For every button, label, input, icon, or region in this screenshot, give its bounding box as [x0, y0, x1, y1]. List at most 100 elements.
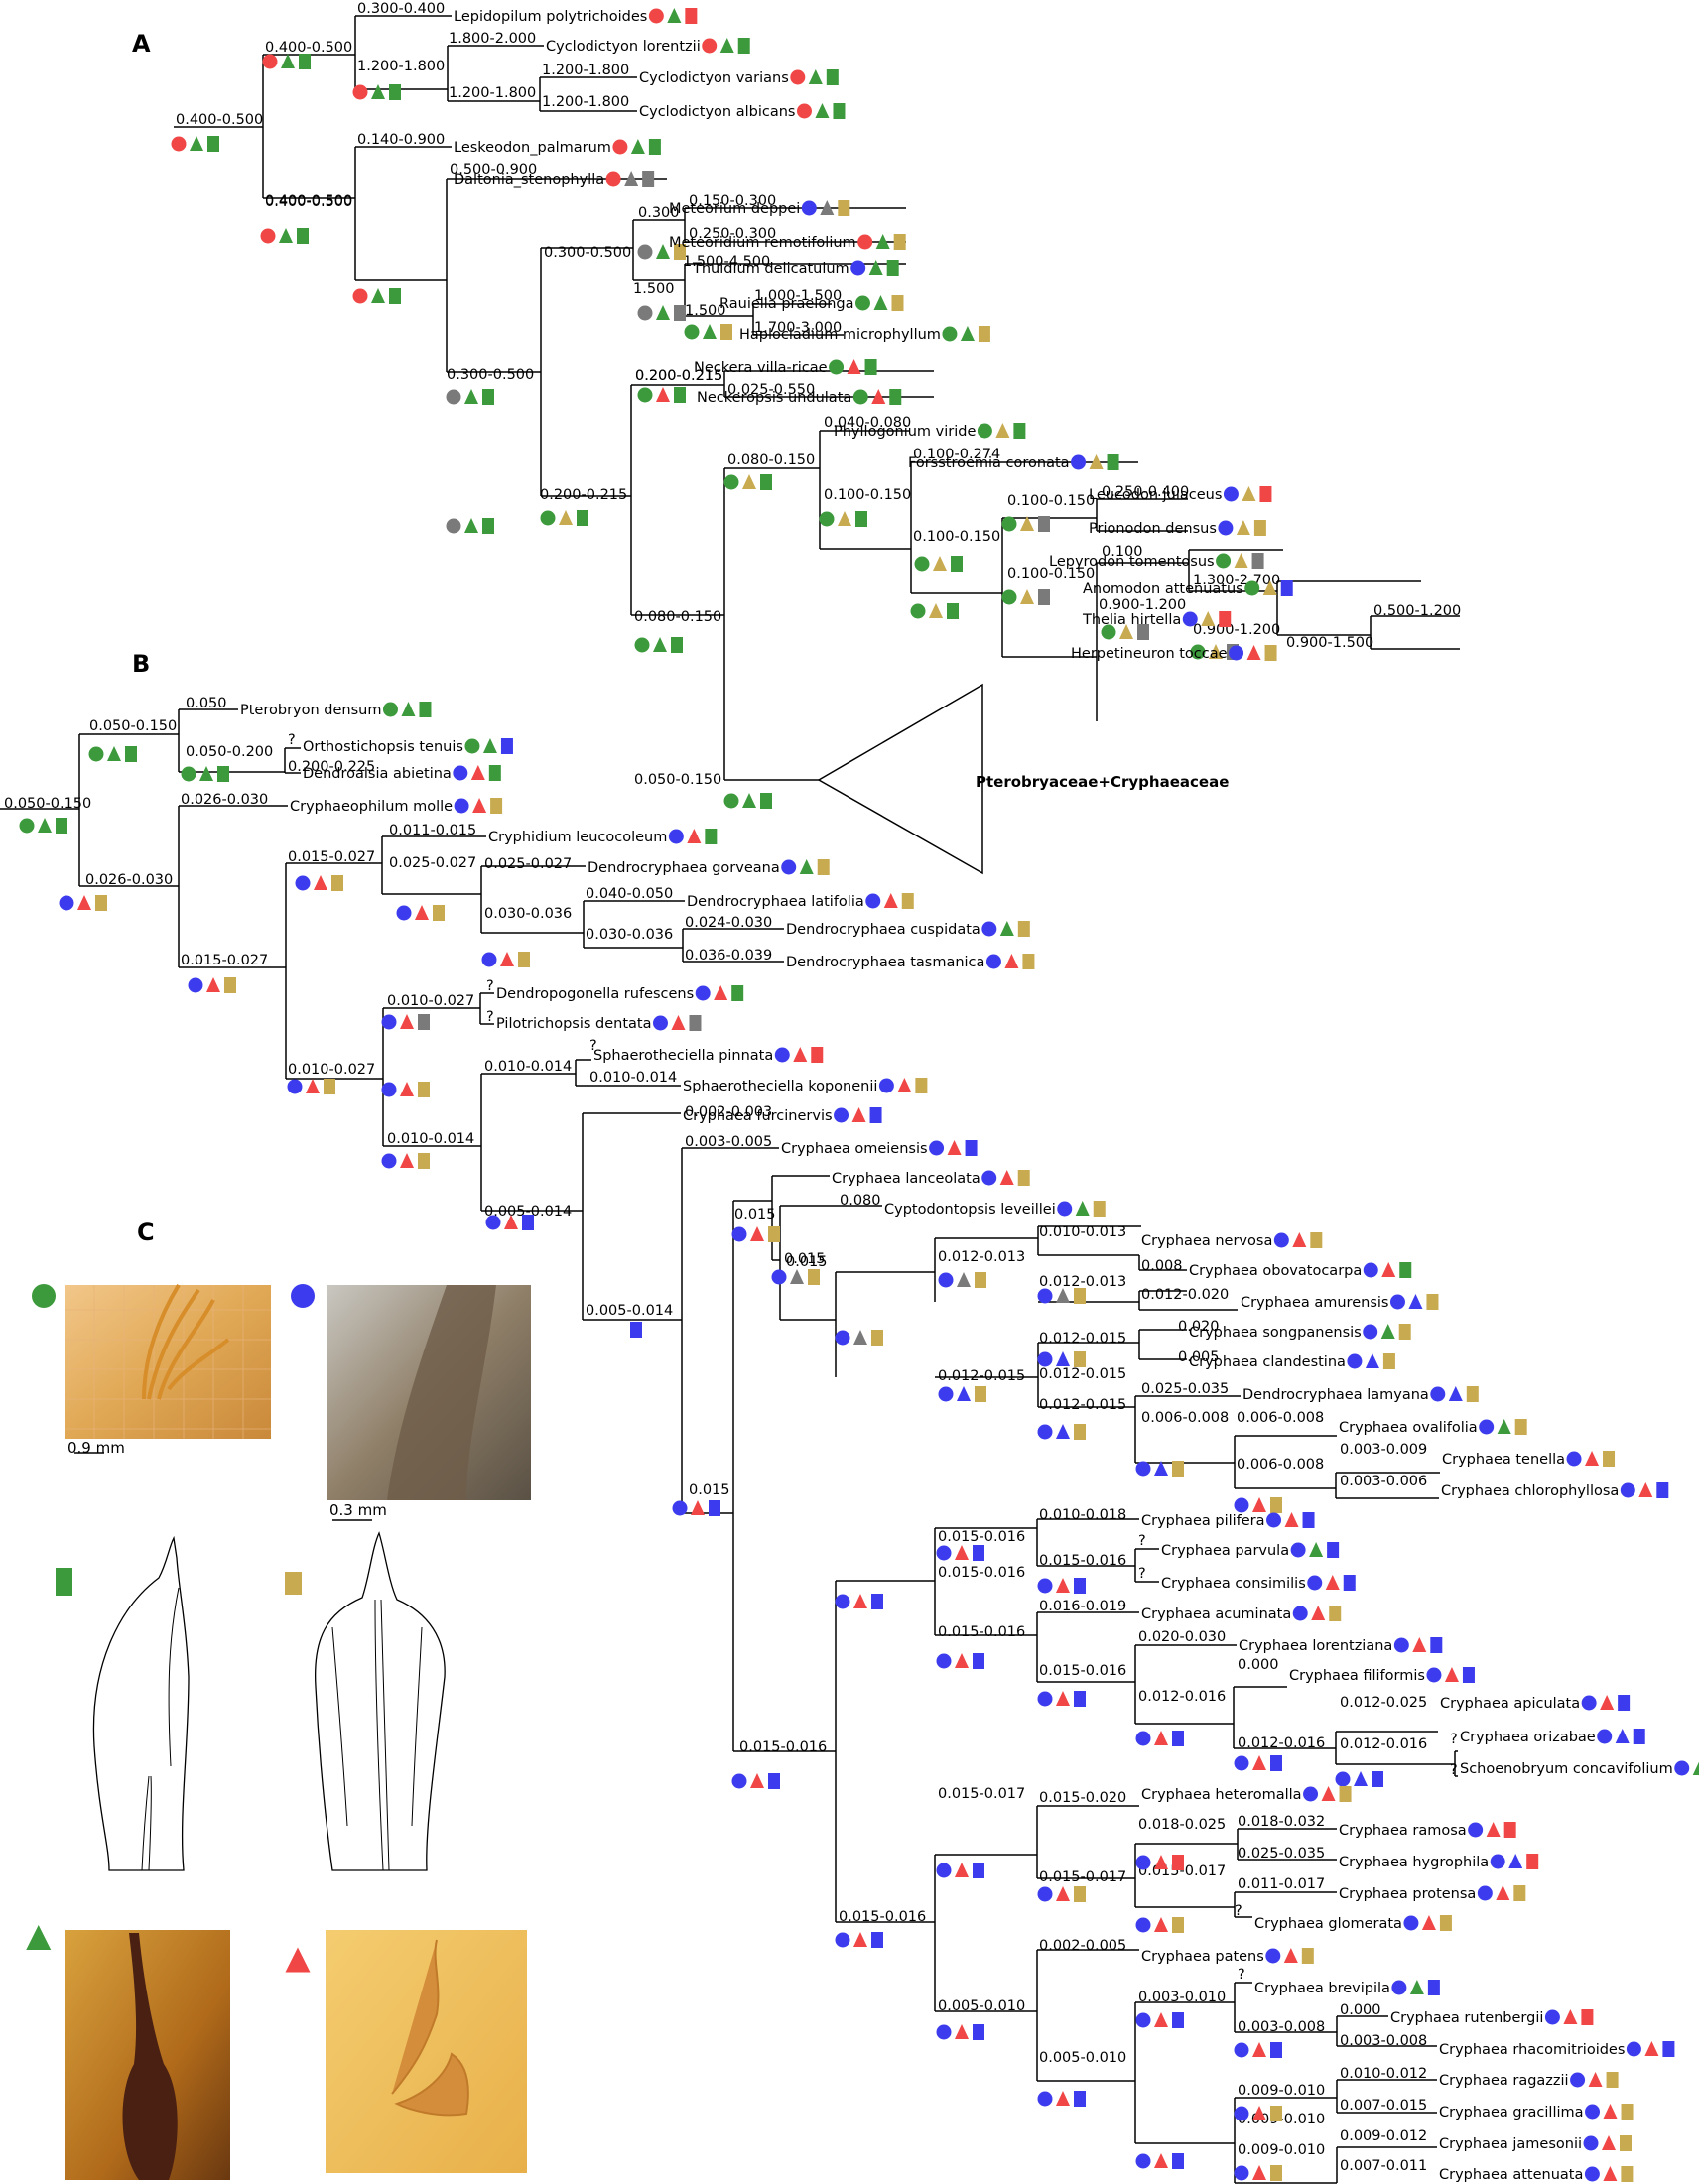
node-square-symbol — [720, 324, 732, 340]
node-age-label: 1.500-4.500 — [683, 254, 770, 270]
node-triangle-symbol — [853, 1594, 867, 1608]
node-triangle-symbol — [371, 84, 385, 99]
node-age-label: 0.015-0.017 — [1039, 1869, 1126, 1885]
taxon-row: Cryphaea ramosa — [1339, 1822, 1516, 1839]
node-square-symbol — [674, 244, 686, 260]
taxon-square-symbol — [1259, 486, 1272, 502]
node-square-symbol — [768, 1773, 780, 1789]
node-age-label: ? — [1138, 1533, 1146, 1549]
taxon-name: Meteorium deppei — [669, 201, 800, 217]
taxon-name: Cryphaea glomerata — [1254, 1916, 1402, 1932]
taxon-triangle-symbol — [820, 200, 835, 215]
node-circle-symbol — [1135, 2012, 1151, 2028]
taxon-name: Dendrocryphaea latifolia — [687, 894, 864, 910]
taxon-triangle-symbol — [1588, 2072, 1603, 2087]
taxon-name: Cryphaea apiculata — [1440, 1696, 1580, 1712]
node-triangle-symbol — [656, 387, 670, 402]
node-circle-symbol — [1135, 1855, 1151, 1870]
taxon-name: Cryphaea protensa — [1339, 1886, 1476, 1902]
panel-label-b: B — [132, 650, 150, 678]
node-age-label: 0.100-0.150 — [913, 529, 1000, 545]
taxon-square-symbol — [689, 1015, 702, 1031]
node-triangle-symbol — [656, 305, 670, 320]
node-square-symbol — [871, 1594, 883, 1609]
taxon-name: Cryphaea attenuata — [1439, 2167, 1583, 2183]
node-triangle-symbol — [742, 793, 756, 808]
node-age-label: 0.006-0.008 — [1141, 1410, 1229, 1426]
node-circle-symbol — [1001, 516, 1017, 532]
taxon-row: Dendrocryphaea latifolia — [687, 893, 914, 910]
moss-shape-3 — [122, 1933, 178, 2180]
node-age-label: 0.012-0.015 — [1039, 1331, 1126, 1347]
taxon-name: Cryphaea parvula — [1161, 1543, 1289, 1559]
node-age-label: 0.015-0.016 — [938, 1565, 1025, 1581]
taxon-row: Phyllogonium viride — [834, 423, 1026, 440]
taxon-name: Cryphaea heteromalla — [1141, 1787, 1302, 1803]
taxon-circle-symbol — [1218, 520, 1234, 536]
node-circle-symbol — [381, 1082, 397, 1097]
taxon-name: Cryphaea amurensis — [1241, 1295, 1388, 1311]
moss-shape-2 — [387, 1285, 496, 1500]
node-triangle-symbol — [1020, 516, 1034, 531]
taxon-name: Cryphaea tenella — [1442, 1452, 1565, 1468]
taxon-circle-symbol — [1597, 1729, 1613, 1744]
leaf-drawing-2 — [314, 1531, 446, 1871]
node-circle-symbol — [295, 875, 311, 891]
scale-label-1: 0.9 mm — [67, 1439, 125, 1457]
node-age-label: 0.300-0.500 — [544, 245, 631, 261]
node-triangle-symbol — [742, 474, 756, 489]
taxon-circle-symbol — [1292, 1606, 1308, 1621]
node-circle-symbol — [637, 305, 653, 321]
node-age-label: 0.024-0.030 — [685, 915, 772, 931]
node-age-label: 0.040-0.050 — [586, 886, 673, 902]
node-circle-symbol — [287, 1079, 303, 1094]
node-age-label: 0.100-0.274 — [913, 447, 1000, 462]
taxon-circle-symbol — [1229, 645, 1244, 661]
taxon-name: Thelia hirtella — [1082, 612, 1181, 628]
taxon-row: Lepyrodon tomentosus — [1049, 553, 1264, 570]
node-circle-symbol — [381, 1153, 397, 1169]
taxon-triangle-symbol — [687, 829, 702, 843]
node-age-label: 0.015-0.017 — [938, 1786, 1025, 1802]
node-triangle-symbol — [790, 1269, 804, 1284]
taxon-circle-symbol — [854, 295, 870, 311]
taxon-circle-symbol — [1273, 1232, 1289, 1248]
taxon-circle-symbol — [1674, 1760, 1690, 1776]
node-age-label: 0.015-0.016 — [1039, 1553, 1126, 1569]
node-circle-symbol — [1234, 1755, 1249, 1771]
node-square-symbol — [56, 818, 67, 834]
taxon-row: Cryphaea apiculata — [1440, 1695, 1631, 1712]
node-age-label: 0.900-1.500 — [1286, 635, 1373, 651]
taxon-circle-symbol — [1303, 1786, 1319, 1802]
taxon-name: Neckeropsis undulata — [697, 390, 851, 406]
taxon-circle-symbol — [781, 859, 797, 875]
node-age-label: 0.007-0.011 — [1340, 2158, 1427, 2174]
node-circle-symbol — [540, 510, 556, 526]
node-triangle-symbol — [1252, 2165, 1266, 2180]
node-age-label: 0.012-0.013 — [938, 1249, 1025, 1265]
taxon-circle-symbol — [1620, 1482, 1635, 1498]
node-circle-symbol — [1037, 1578, 1053, 1594]
node-age-label: 0.080-0.150 — [634, 609, 721, 625]
node-circle-symbol — [446, 389, 461, 405]
node-age-label: 0.012-0.020 — [1141, 1287, 1229, 1303]
taxon-row: Cryphaea protensa — [1339, 1885, 1526, 1902]
node-triangle-symbol — [1056, 1691, 1070, 1706]
leaf-costa-2 — [374, 1599, 390, 1871]
taxon-circle-symbol — [1244, 580, 1260, 596]
node-triangle-symbol — [929, 603, 943, 618]
taxon-name: Cyptodontopsis leveillei — [884, 1202, 1056, 1218]
taxon-triangle-symbol — [482, 738, 497, 753]
taxon-row: Dendrocryphaea gorveana — [588, 859, 830, 876]
taxon-square-symbol — [488, 765, 501, 781]
node-age-label: 0.400-0.500 — [265, 40, 352, 56]
node-triangle-symbol — [1154, 1731, 1168, 1745]
node-triangle-symbol — [400, 1014, 414, 1029]
taxon-triangle-symbol — [1638, 1482, 1653, 1497]
taxon-circle-symbol — [1391, 1980, 1407, 1995]
taxon-triangle-symbol — [472, 798, 487, 813]
node-age-label: 1.200-1.800 — [449, 85, 536, 101]
taxon-circle-symbol — [834, 1107, 850, 1123]
node-age-label: 0.200-0.215 — [540, 487, 627, 503]
taxon-row: Cyclodictyon varians — [639, 69, 839, 86]
